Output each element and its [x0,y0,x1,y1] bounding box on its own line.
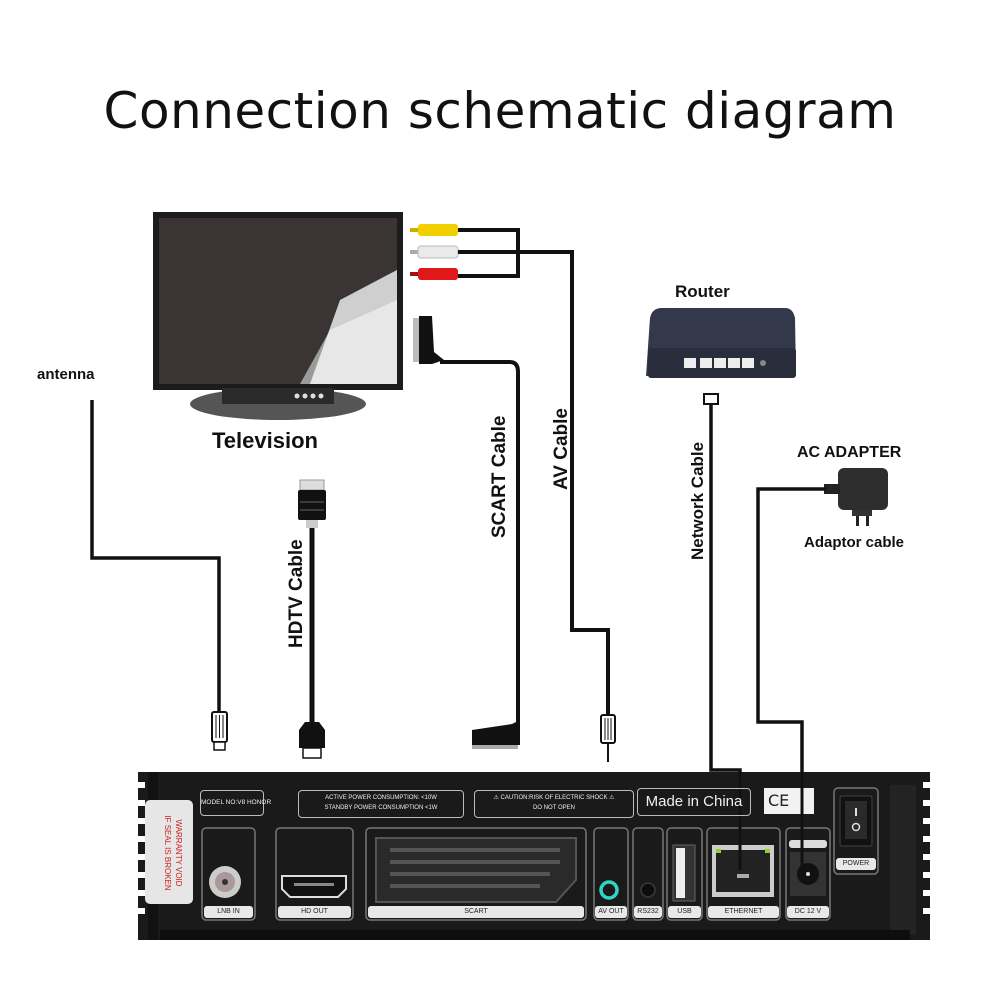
av-plug-icon [600,714,616,762]
scart-port-icon [375,837,577,903]
scart-plug-bottom-icon [472,720,520,749]
ac-adapter-icon [824,468,888,526]
network-plug-icon [703,393,719,405]
rs232-port-icon [640,882,656,898]
warranty-text: WARRANTY VOID IF SEAL IS BROKEN [162,808,184,898]
hdmi-plug-bottom-icon [299,722,325,759]
scart-plug-top-icon [413,316,444,364]
ethernet-port-icon [712,845,774,897]
model-plate: MODEL NO:V8 HONOR [200,790,271,816]
ce-plate [764,788,814,814]
scart-cable-label: SCART Cable [489,415,510,538]
antenna-cable [90,400,221,712]
antenna-plug-icon [211,711,228,751]
lnb-in-port-icon [209,866,241,898]
lnb-in-label: LNB IN [204,906,253,918]
rs232-label: RS232 [634,906,662,918]
av-cable [458,228,610,715]
router-label: Router [675,282,730,301]
power-label: POWER [836,858,876,870]
dc-label: DC 12 V [787,906,829,918]
scart-label: SCART [368,906,584,918]
television-icon [153,212,403,420]
power-consumption-plate: ACTIVE POWER CONSUMPTION: <10W STANDBY P… [298,790,464,818]
dc-port-icon [789,840,827,896]
usb-port-icon [672,844,696,902]
usb-label: USB [668,906,701,918]
hdmi-plug-top-icon [298,479,326,528]
rca-connectors-icon [410,224,459,280]
scart-cable [440,360,520,722]
diagram-title: Connection schematic diagram [103,82,897,140]
ethernet-label: ETHERNET [708,906,779,918]
av-cable-label: AV Cable [551,407,572,490]
hd-out-label: HD OUT [278,906,351,918]
caution-line-2: DO NOT OPEN [533,805,575,811]
ce-mark: CE [768,791,790,810]
ac-adapter-label: AC ADAPTER [797,444,902,461]
caution-plate: ⚠ CAUTION:RISK OF ELECTRIC SHOCK ⚠ DO NO… [474,790,634,818]
active-power-text: ACTIVE POWER CONSUMPTION: <10W [325,795,437,801]
av-out-label: AV OUT [595,906,627,918]
hdmi-port-icon [281,875,347,898]
warranty-line-1: WARRANTY VOID [174,819,183,887]
adaptor-cable-label: Adaptor cable [804,534,905,551]
router-icon [646,308,796,378]
power-switch-icon [839,795,873,847]
made-in-plate: Made in China [637,788,751,816]
standby-power-text: STANDBY POWER CONSUMPTION <1W [324,805,438,811]
caution-line-1: ⚠ CAUTION:RISK OF ELECTRIC SHOCK ⚠ [493,795,615,801]
hdtv-cable-label: HDTV Cable [286,539,307,648]
television-label: Television [212,428,318,453]
antenna-label: antenna [37,366,95,383]
network-cable-label: Network Cable [688,441,707,560]
warranty-line-2: IF SEAL IS BROKEN [163,815,172,891]
warranty-sticker [145,800,193,904]
av-out-port-icon [599,880,619,900]
